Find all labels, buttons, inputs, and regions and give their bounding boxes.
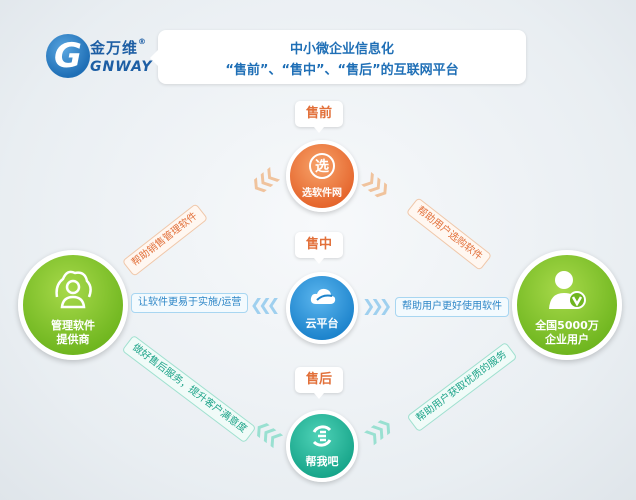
node-software-provider: 管理软件 提供商 [18, 250, 128, 360]
connector-label-after-users: 帮助用户获取优质的服务 [406, 341, 518, 433]
arrow-left-double-icon: ❮❮❮ [250, 295, 280, 314]
node-cloud-platform-label: 云平台 [305, 317, 339, 330]
node-help-me: 帮我吧 [286, 410, 358, 482]
logo-name-cn: 金万维® [90, 37, 148, 57]
connector-label-provider-cloud: 让软件更易于实施/运营 [131, 293, 249, 313]
people-group-icon [55, 270, 92, 309]
cloud-icon [310, 288, 336, 304]
svg-text:选: 选 [315, 158, 329, 175]
arrow-right-double-icon: ❯❯❯ [360, 416, 393, 447]
node-enterprise-users: 全国5000万 企业用户 [512, 250, 622, 360]
provider-label-line-1: 管理软件 [51, 319, 95, 332]
slogan-line-1: 中小微企业信息化 [289, 42, 394, 57]
select-icon: 选 [309, 153, 335, 179]
connector-label-pre-users: 帮助用户选购软件 [405, 197, 493, 271]
connector-label-cloud-users: 帮助用户更好使用软件 [395, 297, 509, 317]
connector-label-provider-pre: 帮助销售管理软件 [121, 203, 209, 277]
slogan-bubble: 中小微企业信息化 “售前”、“售中”、“售后”的互联网平台 [150, 30, 526, 84]
users-label-line-1: 全国5000万 [535, 319, 599, 332]
refresh-e-icon [312, 425, 332, 447]
gnway-logo: G 金万维® GNWAY [46, 34, 156, 80]
users-label-line-2: 企业用户 [545, 333, 589, 346]
tag-in-sale: 售中 [295, 232, 343, 264]
arrow-right-double-icon: ❯❯❯ [359, 168, 391, 199]
connector-label-provider-after: 做好售后服务，提升客户满意度 [121, 334, 257, 444]
logo-g-icon: G [46, 34, 90, 78]
node-select-software-label: 选软件网 [302, 188, 342, 199]
slogan-line-2: “售前”、“售中”、“售后”的互联网平台 [225, 63, 459, 78]
arrow-left-double-icon: ❮❮❮ [246, 166, 279, 197]
logo-name-en: GNWAY [90, 59, 153, 75]
tag-pre-sale: 售前 [295, 101, 343, 133]
arrow-right-double-icon: ❯❯❯ [362, 296, 392, 315]
user-v-icon [549, 271, 586, 309]
node-help-me-label: 帮我吧 [305, 455, 339, 468]
provider-label-line-2: 提供商 [56, 333, 90, 346]
tag-after-sale: 售后 [295, 367, 343, 399]
arrow-left-double-icon: ❮❮❮ [251, 416, 283, 447]
node-select-software: 选 选软件网 [286, 140, 358, 212]
node-cloud-platform: 云平台 [286, 272, 358, 344]
